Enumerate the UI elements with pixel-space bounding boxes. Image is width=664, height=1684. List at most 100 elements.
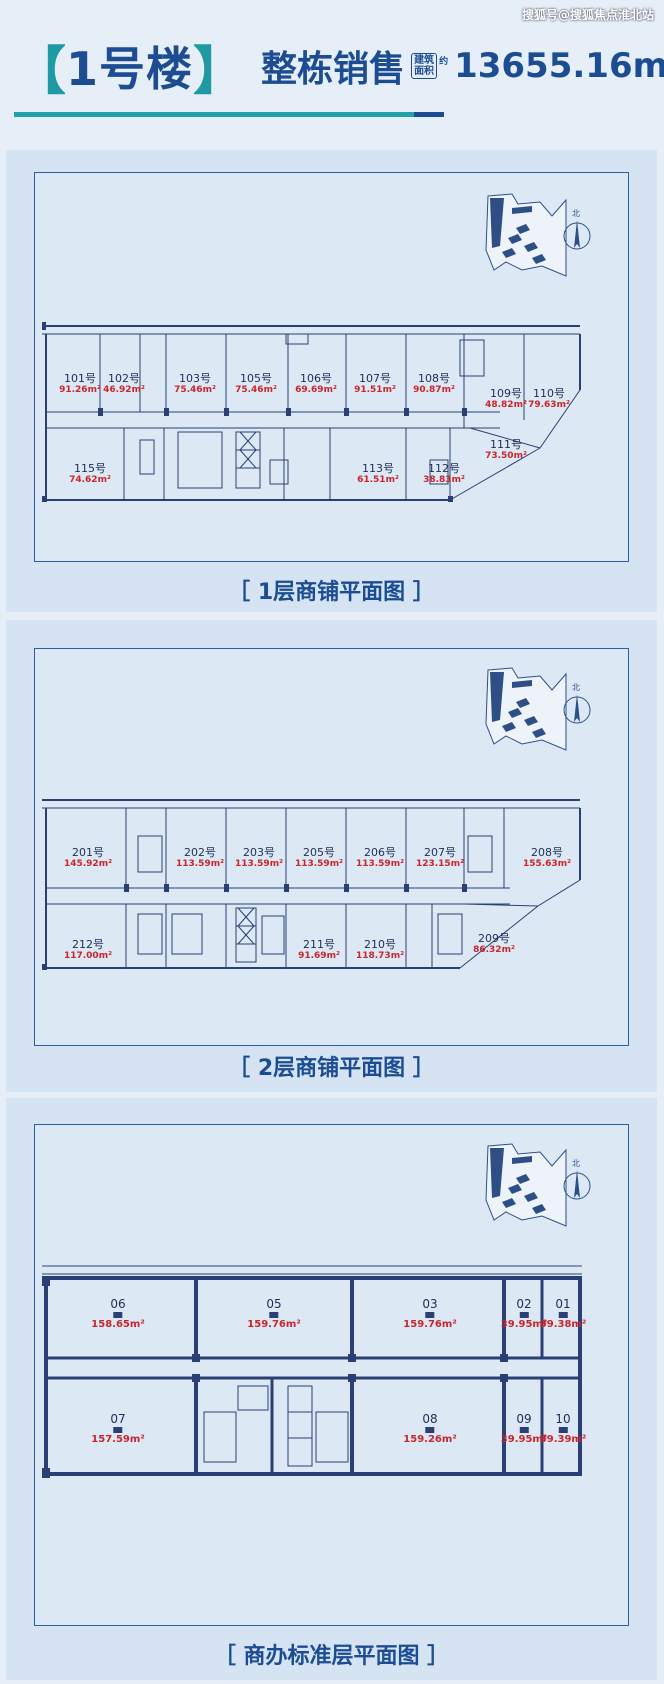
room-name: 208号	[531, 846, 563, 859]
room-name: 107号	[358, 372, 391, 385]
room-name: 06	[110, 1297, 126, 1311]
office-08: 08 159.26m²	[403, 1412, 457, 1446]
room-area: 91.51m²	[354, 385, 396, 395]
room-name: 02	[516, 1297, 532, 1311]
room-marker-icon	[519, 1312, 529, 1318]
room-area: 46.92m²	[103, 385, 145, 395]
room-area: 159.76m²	[403, 1319, 457, 1330]
north-label: 北	[572, 209, 580, 218]
room-name: 103号	[178, 372, 211, 385]
room-name: 205号	[303, 846, 335, 859]
room-name: 113号	[361, 462, 394, 475]
room-area: 73.50m²	[485, 451, 527, 461]
floor2-plan	[40, 796, 588, 976]
room-area: 157.59m²	[91, 1434, 145, 1445]
room-area: 74.62m²	[69, 475, 111, 485]
bracket-right: 】	[193, 41, 246, 102]
room-marker-icon	[113, 1427, 123, 1433]
office-walls	[42, 1265, 582, 1478]
room-name: 207号	[424, 846, 456, 859]
room-name: 10	[555, 1412, 571, 1426]
room-area: 86.32m²	[473, 945, 515, 955]
floor1-plan	[40, 320, 588, 510]
floor1-panel: 北	[6, 150, 657, 612]
room-name: 108号	[417, 372, 450, 385]
floor1-title: ［ 1层商铺平面图 ］	[228, 580, 435, 605]
floor2-title: ［ 2层商铺平面图 ］	[228, 1056, 435, 1081]
area-value: 13655.16m	[454, 46, 664, 86]
page-header: 【 1号楼 】 整栋销售 建筑 面积 约 13655.16m2	[14, 34, 664, 102]
room-marker-icon	[425, 1312, 435, 1318]
room-name: 08	[422, 1412, 438, 1426]
room-area: 113.59m²	[175, 859, 225, 869]
room-area: 39.95m²	[500, 1319, 548, 1330]
watermark: 搜狐号@搜狐焦点淮北站	[521, 8, 654, 22]
office-panel: 北	[6, 1098, 657, 1680]
north-label: 北	[572, 1159, 580, 1168]
header-underline-accent	[414, 112, 444, 117]
room-area: 61.51m²	[357, 475, 399, 485]
bracket-left: 【	[14, 41, 67, 102]
north-label: 北	[572, 683, 580, 692]
room-name: 206号	[364, 846, 396, 859]
room-name: 115号	[73, 462, 106, 475]
building-name: 1号楼	[66, 42, 194, 96]
room-marker-icon	[425, 1427, 435, 1433]
room-name: 203号	[243, 846, 275, 859]
room-area: 113.59m²	[234, 859, 284, 869]
room-area: 48.82m²	[485, 400, 527, 410]
room-area: 75.46m²	[235, 385, 277, 395]
room-name: 211号	[302, 938, 335, 951]
header-underline	[14, 112, 414, 117]
badge-line1: 建筑	[414, 55, 435, 66]
office-02: 02 39.95m²	[500, 1297, 548, 1331]
room-area: 79.63m²	[528, 400, 570, 410]
room-name: 106号	[299, 372, 332, 385]
room-name: 110号	[532, 387, 565, 400]
room-area: 90.87m²	[413, 385, 455, 395]
room-area: 69.69m²	[295, 385, 337, 395]
room-area: 155.63m²	[522, 859, 572, 869]
site-map-icon	[485, 193, 591, 277]
room-area: 118.73m²	[355, 951, 405, 961]
room-name: 01	[555, 1297, 571, 1311]
floor2-panel: 北	[6, 620, 657, 1092]
office-plan	[42, 1262, 588, 1480]
floor2-walls	[42, 799, 581, 970]
floor1-walls	[42, 322, 581, 502]
room-area: 123.15m²	[415, 859, 465, 869]
room-area: 159.26m²	[403, 1434, 457, 1445]
room-marker-icon	[269, 1312, 279, 1318]
room-name: 09	[516, 1412, 532, 1426]
site-map-icon	[485, 667, 591, 751]
room-name: 201号	[72, 846, 104, 859]
badge-suffix: 约	[439, 57, 449, 67]
room-area: 91.26m²	[59, 385, 101, 395]
badge-line2: 面积	[414, 66, 435, 77]
room-area: 145.92m²	[63, 859, 113, 869]
room-marker-icon	[519, 1427, 529, 1433]
